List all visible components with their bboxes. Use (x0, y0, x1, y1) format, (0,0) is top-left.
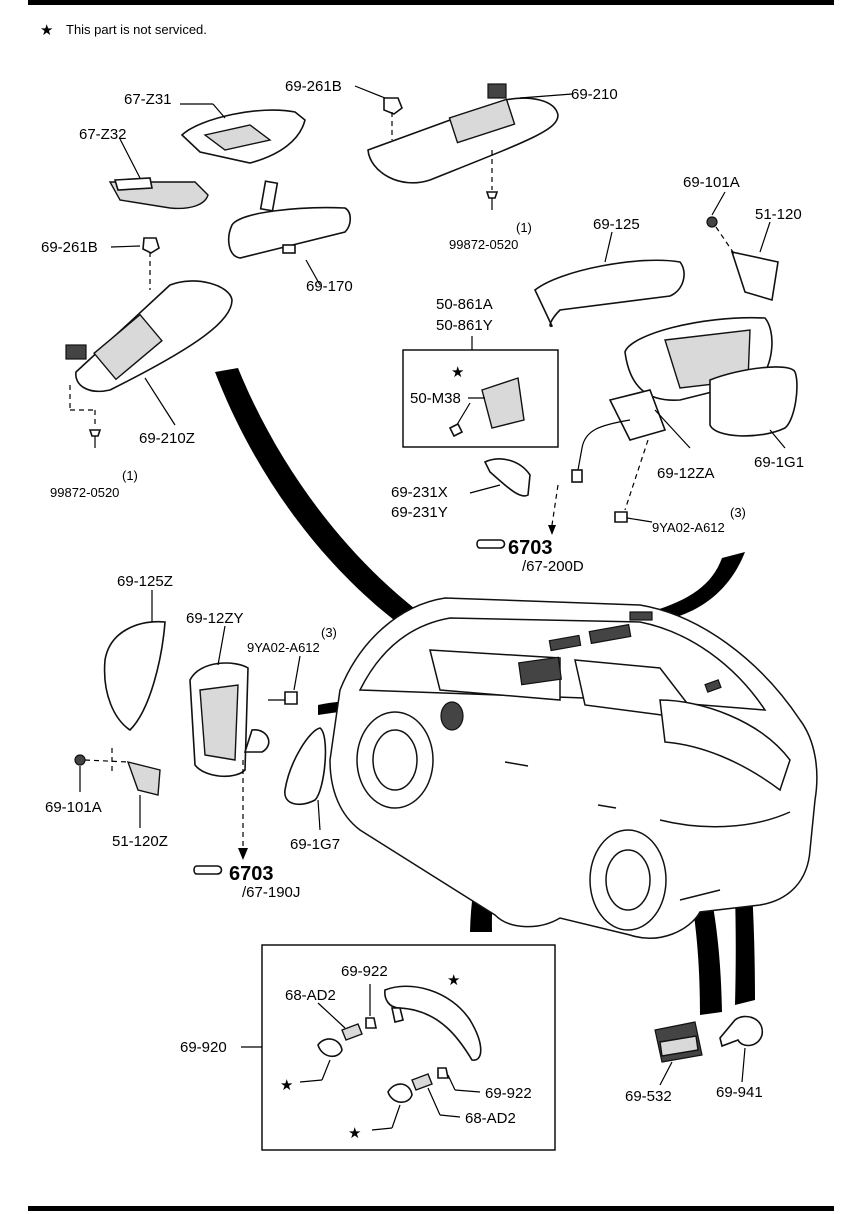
part-51-120-turn-lamp (706, 191, 779, 302)
bolt-9YA02-right (614, 511, 628, 523)
dash-6703-right (551, 484, 559, 526)
label-99872-left: 99872-0520 (50, 485, 119, 500)
ref-67-190J: /67-190J (242, 884, 300, 901)
part-69-170-inner-mirror (227, 180, 352, 286)
part-69-941-bulb-socket (719, 1015, 763, 1083)
ref-67-200D: /67-200D (522, 558, 584, 575)
label-67-Z31: 67-Z31 (124, 91, 172, 108)
part-69-1G1-mirror-glass-right (709, 366, 798, 449)
label-69-101A-right: 69-101A (683, 174, 740, 191)
label-69-210Z: 69-210Z (139, 430, 195, 447)
bolt-9YA02-left (284, 691, 298, 705)
sweep-arrow-upper-right (650, 552, 745, 622)
part-69-922-upper-clip (365, 984, 377, 1029)
label-69-532: 69-532 (625, 1088, 672, 1105)
part-67-Z32-console-lens (108, 138, 209, 210)
label-69-261B-top: 69-261B (285, 78, 342, 95)
label-69-231Y: 69-231Y (391, 504, 448, 521)
leader-9YA02-right (626, 517, 653, 523)
top-rule (28, 0, 834, 5)
label-69-922-top: 69-922 (341, 963, 388, 980)
label-69-210: 69-210 (571, 86, 618, 103)
reference-hand-icon-right (476, 539, 506, 549)
label-69-12ZA: 69-12ZA (657, 465, 715, 482)
leader-9YA02-left (293, 655, 301, 691)
label-69-1G1: 69-1G1 (754, 454, 804, 471)
label-69-170: 69-170 (306, 278, 353, 295)
label-50-M38: 50-M38 (410, 390, 461, 407)
sweep-arrow-upper-left (215, 368, 540, 692)
label-9YA02-left-qty: (3) (321, 625, 337, 640)
part-69-12ZY-door-mirror-left (189, 625, 270, 860)
label-50-861A: 50-861A (436, 296, 493, 313)
star-marker-cap-upper: ★ (280, 1077, 293, 1094)
part-69-1G7-mirror-glass-left (284, 727, 327, 831)
label-69-231X: 69-231X (391, 484, 448, 501)
label-69-1G7: 69-1G7 (290, 836, 340, 853)
label-69-941: 69-941 (716, 1084, 763, 1101)
reference-hand-icon-left (193, 865, 223, 875)
sweep-arrow-bottom-right-a (640, 740, 722, 1015)
label-69-125: 69-125 (593, 216, 640, 233)
part-68-AD2-lower-damper (411, 1073, 461, 1118)
part-cover-cap-lower (371, 1083, 413, 1131)
part-69-125Z-mirror-cover-left (103, 590, 166, 732)
car-illustration (329, 597, 818, 939)
part-69-532-switch (654, 1021, 703, 1086)
part-69-922-lower-clip (437, 1067, 481, 1093)
label-50-861Y: 50-861Y (436, 317, 493, 334)
label-69-922-bottom: 69-922 (485, 1085, 532, 1102)
star-marker-cap-lower: ★ (348, 1125, 361, 1142)
label-69-101A-left: 69-101A (45, 799, 102, 816)
star-marker-grip: ★ (447, 972, 460, 989)
part-50-M38-bracket (448, 377, 525, 438)
label-9YA02-right: 9YA02-A612 (652, 520, 725, 535)
part-assist-grip-handle (384, 985, 482, 1061)
part-cover-cap-upper (299, 1038, 343, 1083)
part-69-210Z-sunvisor-left (65, 237, 233, 448)
label-69-12ZY: 69-12ZY (186, 610, 244, 627)
note-text: This part is not serviced. (66, 22, 207, 37)
part-51-120Z-turn-lamp-left (74, 748, 161, 828)
part-67-Z31-overhead-console (180, 103, 306, 164)
star-marker-50-861: ★ (451, 364, 464, 381)
label-69-920: 69-920 (180, 1039, 227, 1056)
label-51-120: 51-120 (755, 206, 802, 223)
part-69-210-sunvisor-right (354, 83, 573, 210)
label-51-120Z: 51-120Z (112, 833, 168, 850)
part-68-AD2-upper-damper (317, 1002, 363, 1041)
label-69-125Z: 69-125Z (117, 573, 173, 590)
label-68-AD2-bottom: 68-AD2 (465, 1110, 516, 1127)
note-star-icon: ★ (40, 22, 53, 39)
ref-6703-right: 6703 (508, 537, 553, 559)
label-9YA02-left: 9YA02-A612 (247, 640, 320, 655)
bottom-rule (28, 1206, 834, 1211)
label-99872-left-qty: (1) (122, 468, 138, 483)
label-99872-top: 99872-0520 (449, 237, 518, 252)
label-68-AD2-top: 68-AD2 (285, 987, 336, 1004)
part-69-125-mirror-cover (534, 231, 685, 328)
arrowhead-6703-right (548, 525, 556, 535)
part-69-231X-garnish (469, 458, 531, 497)
label-69-261B-left: 69-261B (41, 239, 98, 256)
dash-bolt-right (624, 439, 649, 511)
label-9YA02-right-qty: (3) (730, 505, 746, 520)
label-99872-top-qty: (1) (516, 220, 532, 235)
ref-6703-left: 6703 (229, 863, 274, 885)
label-67-Z32: 67-Z32 (79, 126, 127, 143)
